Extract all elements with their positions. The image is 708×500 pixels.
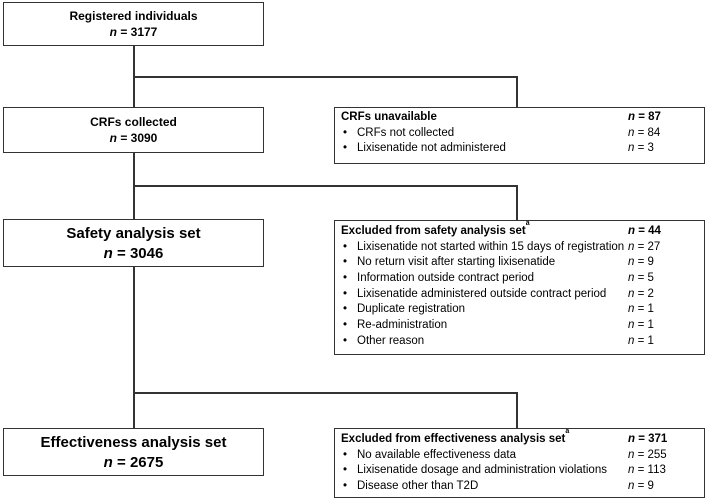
- connector-down-2: [516, 185, 518, 220]
- list-item: •No return visit after starting lixisena…: [341, 255, 698, 271]
- list-item: •Other reason n = 1: [341, 334, 698, 350]
- safety-analysis-set-box: Safety analysis set n = 3046: [3, 219, 264, 267]
- crfs-collected-box: CRFs collected n = 3090: [3, 107, 264, 153]
- bullet-icon: •: [343, 126, 348, 139]
- list-item: •Lixisenatide administered outside contr…: [341, 287, 698, 303]
- connector-horizontal-2: [133, 185, 517, 187]
- list-item: •Lixisenatide not administered n = 3: [341, 141, 698, 157]
- connector-down-1: [516, 76, 518, 108]
- connector-down-3: [516, 392, 518, 428]
- list-item: •Information outside contract period n =…: [341, 271, 698, 287]
- excluded-effectiveness-header: Excluded from effectiveness analysis set…: [341, 428, 668, 445]
- crfs-unavailable-header: CRFs unavailable n = 87: [341, 111, 661, 123]
- effectiveness-analysis-count: n = 2675: [103, 454, 164, 471]
- safety-analysis-count: n = 3046: [103, 245, 164, 262]
- list-item: •Re-administration n = 1: [341, 318, 698, 334]
- bullet-icon: •: [343, 480, 348, 493]
- bullet-icon: •: [343, 303, 348, 316]
- bullet-icon: •: [343, 448, 348, 461]
- connector-horizontal-3: [133, 392, 517, 394]
- bullet-icon: •: [343, 256, 348, 269]
- list-item: •CRFs not collected n = 84: [341, 126, 698, 142]
- list-item: •Duplicate registration n = 1: [341, 302, 698, 318]
- crfs-unavailable-box: CRFs unavailable n = 87 •CRFs not collec…: [334, 107, 705, 164]
- crfs-collected-count: n = 3090: [109, 131, 158, 145]
- bullet-icon: •: [343, 464, 348, 477]
- connector-horizontal-1: [133, 76, 517, 78]
- registered-count: n = 3177: [109, 25, 158, 39]
- bullet-icon: •: [343, 287, 348, 300]
- list-item: •Lixisenatide dosage and administration …: [341, 463, 698, 479]
- effectiveness-analysis-set-box: Effectiveness analysis set n = 2675: [3, 428, 264, 476]
- bullet-icon: •: [343, 334, 348, 347]
- list-item: •Disease other than T2D n = 9: [341, 479, 698, 495]
- excluded-effectiveness-box: Excluded from effectiveness analysis set…: [334, 428, 705, 498]
- registered-title: Registered individuals: [69, 9, 198, 23]
- effectiveness-analysis-title: Effectiveness analysis set: [40, 434, 227, 451]
- list-item: •Lixisenatide not started within 15 days…: [341, 240, 698, 256]
- registered-individuals-box: Registered individuals n = 3177: [3, 2, 264, 46]
- bullet-icon: •: [343, 142, 348, 155]
- bullet-icon: •: [343, 240, 348, 253]
- bullet-icon: •: [343, 272, 348, 285]
- bullet-icon: •: [343, 319, 348, 332]
- crfs-collected-title: CRFs collected: [90, 115, 177, 129]
- connector-vertical-main-3: [133, 266, 135, 429]
- safety-analysis-title: Safety analysis set: [66, 225, 201, 242]
- list-item: •No available effectiveness data n = 255: [341, 448, 698, 464]
